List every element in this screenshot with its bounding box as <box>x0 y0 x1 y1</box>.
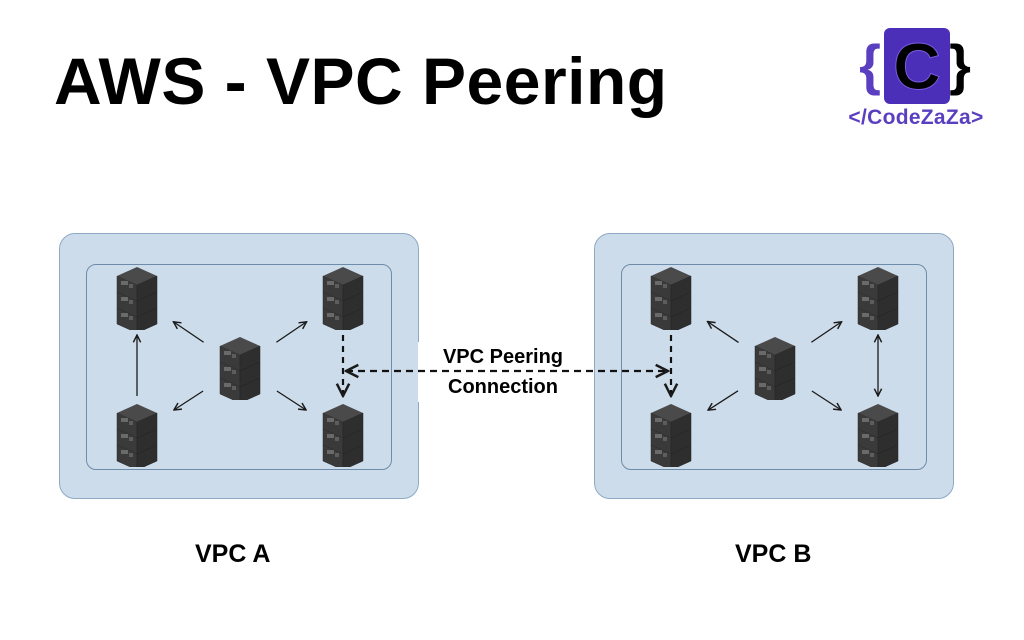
peering-label-line2: Connection <box>448 376 558 398</box>
server-stack-icon <box>113 264 161 334</box>
codezaza-logo: C { } </CodeZaZa> <box>826 26 1006 136</box>
server-stack-icon <box>319 264 367 334</box>
vpc-b-link-center-to-bottom-right <box>811 390 841 410</box>
server-stack-icon <box>113 401 161 471</box>
peering-label-line1: VPC Peering <box>442 346 564 368</box>
server-stack-icon <box>854 401 902 471</box>
left-brace-icon: { <box>860 33 881 96</box>
vpc-a-link-center-to-top-left <box>173 322 204 343</box>
server-stack-icon <box>647 401 695 471</box>
server-stack-icon <box>854 264 902 334</box>
logo-text: </CodeZaZa> <box>848 106 984 129</box>
server-stack-icon <box>216 334 264 404</box>
server-stack-icon <box>647 264 695 334</box>
server-stack-icon <box>751 334 799 404</box>
vpc-b-link-center-to-top-left <box>708 322 739 343</box>
logo-mark-icon: C { } <box>860 28 971 104</box>
vpc-b-link-center-to-bottom-left <box>708 390 739 410</box>
page-title: AWS - VPC Peering <box>54 44 668 118</box>
vpc-a-link-center-to-bottom-left <box>174 390 204 410</box>
vpc-a-link-center-to-bottom-right <box>276 390 306 410</box>
vpc-a-link-center-to-top-right <box>276 322 306 343</box>
vpc-b-link-center-to-top-right <box>811 322 841 343</box>
vpc-b-label: VPC B <box>735 540 812 568</box>
server-stack-icon <box>319 401 367 471</box>
right-brace-icon: } <box>949 33 971 96</box>
vpc-a-label: VPC A <box>195 540 271 568</box>
logo-glyph: C <box>893 29 941 103</box>
